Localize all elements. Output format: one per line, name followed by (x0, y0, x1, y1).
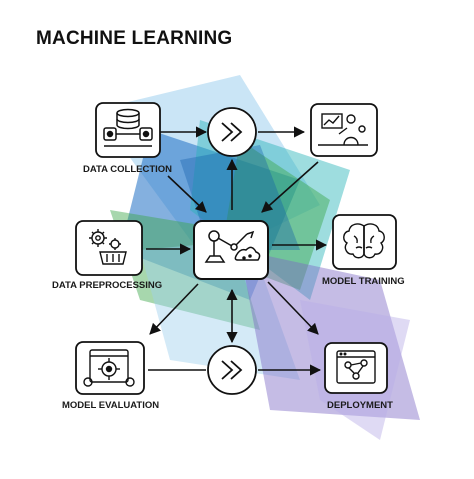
label-deployment: DEPLOYMENT (327, 400, 393, 411)
double-chevron-icon (221, 360, 243, 380)
double-chevron-icon (221, 122, 243, 142)
arrow-analysis-to-core (261, 161, 319, 213)
network-window-icon (336, 350, 376, 384)
robot-arm-icon (204, 230, 261, 263)
node-model-training (332, 214, 397, 270)
node-model-evaluation (75, 341, 145, 395)
node-core (193, 220, 269, 280)
brain-icon (343, 223, 385, 259)
database-robot-icon (103, 108, 153, 147)
label-data-preprocessing: DATA PREPROCESSING (52, 280, 163, 291)
arrow-core-to-deployment (267, 281, 319, 335)
arrow-collection-to-core (167, 175, 207, 213)
node-deployment (324, 342, 388, 394)
chart-person-icon (318, 113, 368, 146)
target-window-icon (83, 349, 135, 387)
node-data-collection (95, 102, 161, 158)
label-data-collection: DATA COLLECTION (83, 164, 173, 175)
label-model-evaluation: MODEL EVALUATION (62, 400, 160, 411)
node-analysis (310, 103, 378, 157)
connectors (146, 126, 328, 376)
bottom-flow-node (207, 345, 257, 395)
top-flow-node (207, 107, 257, 157)
arrow-core-to-evaluation (149, 283, 199, 335)
label-model-training: MODEL TRAINING (322, 276, 405, 287)
diagram-title: MACHINE LEARNING (36, 28, 233, 49)
node-data-preprocessing (75, 220, 143, 276)
gears-basket-icon (89, 229, 127, 265)
